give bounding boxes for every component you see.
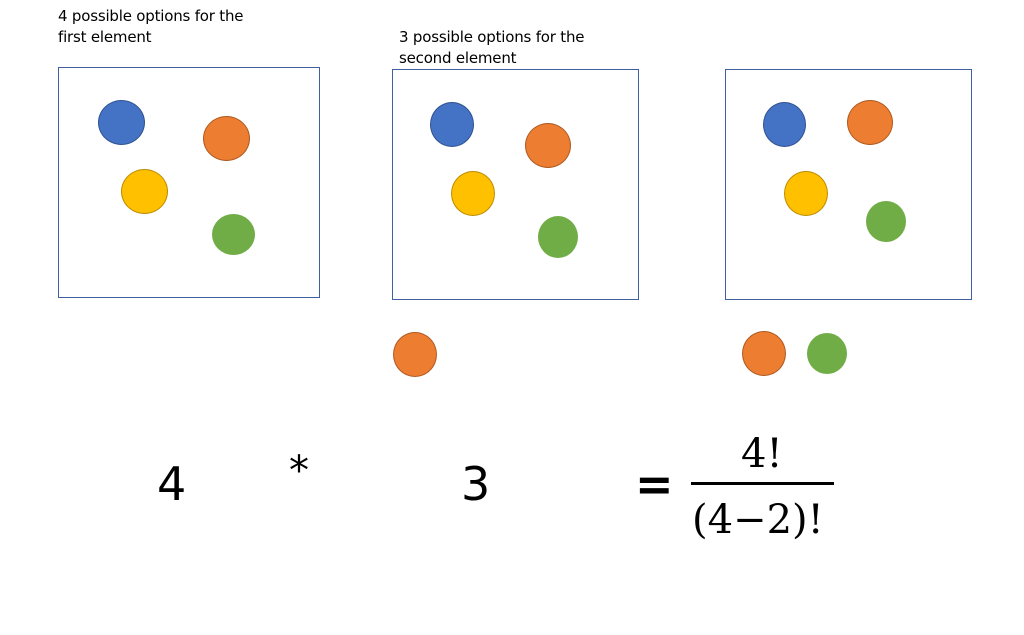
fraction-numerator: 4! [741, 431, 783, 477]
yellow-ball [451, 171, 495, 216]
blue-ball [763, 102, 806, 147]
caption-line: 3 possible options for the [399, 28, 585, 46]
blue-ball [430, 102, 474, 147]
picked-orange-ball [393, 332, 437, 377]
first-element-box [58, 67, 320, 298]
third-state-box [725, 69, 972, 300]
orange-ball [847, 100, 893, 145]
orange-ball [525, 123, 571, 168]
orange-ball [203, 116, 250, 161]
green-ball [538, 216, 578, 258]
caption-second-element: 3 possible options for the second elemen… [399, 27, 585, 69]
factor-first: 4 [157, 457, 187, 511]
fraction-bar [691, 482, 834, 485]
blue-ball [98, 100, 145, 145]
second-element-box [392, 69, 639, 300]
yellow-ball [121, 169, 168, 214]
yellow-ball [784, 171, 828, 216]
multiply-operator: * [289, 448, 309, 494]
green-ball [212, 214, 255, 255]
caption-line: second element [399, 49, 517, 67]
picked-orange-ball [742, 331, 786, 376]
equals-sign: = [635, 457, 674, 511]
fraction-denominator: (4−2)! [692, 497, 824, 543]
picked-green-ball [807, 333, 847, 374]
factor-second: 3 [461, 457, 491, 511]
caption-first-element: 4 possible options for the first element [58, 6, 244, 48]
caption-line: first element [58, 28, 152, 46]
green-ball [866, 201, 906, 242]
caption-line: 4 possible options for the [58, 7, 244, 25]
